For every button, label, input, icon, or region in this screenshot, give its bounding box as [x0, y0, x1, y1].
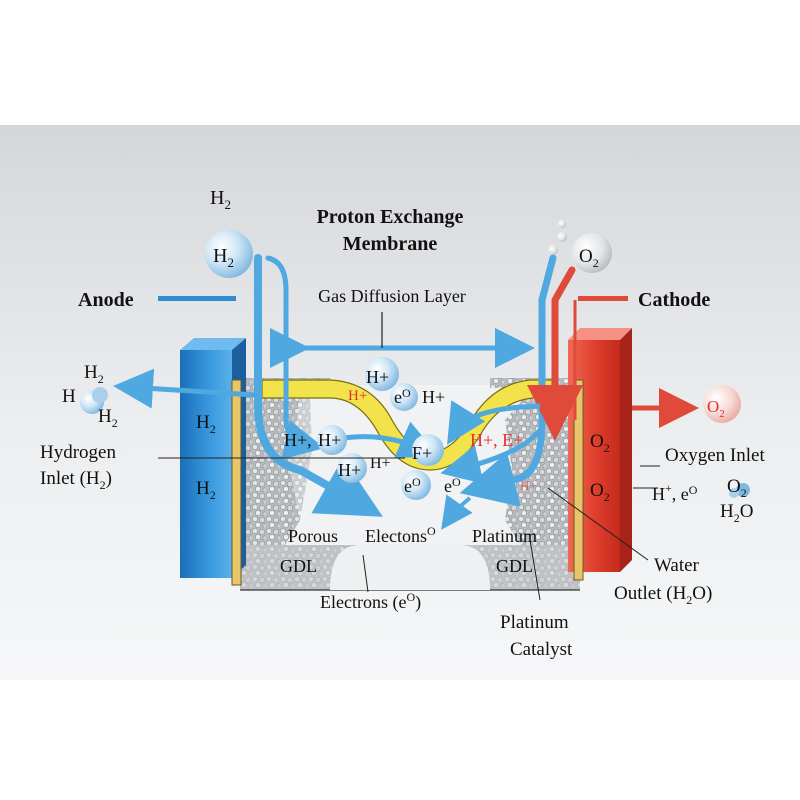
- h-cluster-label: H: [62, 386, 76, 407]
- gdl-left-label: GDL: [280, 556, 317, 576]
- h2-label-top: H2: [210, 187, 231, 212]
- h-plus-faint-label: H+: [520, 478, 537, 493]
- chamber-bottom: [330, 545, 490, 590]
- e-label-3: eO: [444, 475, 461, 496]
- h-plus-e-right-label: H+, eO: [652, 481, 698, 504]
- porous-label: Porous: [288, 526, 338, 546]
- electrons-bottom-label: Electrons (eO): [320, 590, 421, 613]
- hydrogen-exit-arrow: [113, 368, 256, 409]
- anode-h2-2: H2: [196, 478, 216, 502]
- h2o-right-label: H2O: [720, 501, 753, 525]
- o2-exit-label: O2: [707, 397, 725, 420]
- o2-right-label: O2: [727, 476, 747, 500]
- h-plus-e-red-label: H+, E+: [470, 430, 523, 450]
- cathode-o2-1: O2: [590, 431, 610, 455]
- f-plus-label: F+: [412, 443, 432, 463]
- water-outlet-line1: Water: [654, 555, 700, 576]
- h-plus-label-4: H+: [370, 455, 391, 472]
- anode-bar: [158, 296, 236, 301]
- anode-h2-1: H2: [196, 412, 216, 436]
- cathode-label: Cathode: [638, 289, 710, 311]
- cathode-o2-2: O2: [590, 480, 610, 504]
- o2-bubble: [572, 233, 612, 273]
- e-label-2: eO: [404, 475, 421, 496]
- water-outlet-line2: Outlet (H2O): [614, 583, 712, 607]
- electons-label: ElectonsO: [365, 524, 436, 546]
- anode-block: [180, 350, 232, 578]
- membrane-title-line2: Membrane: [343, 233, 438, 255]
- h-plus-label-5: H+: [338, 460, 361, 480]
- h2-cluster-top: H2: [84, 362, 104, 386]
- hydrogen-flow-arrow: [254, 254, 383, 517]
- h-plus-label-2: H+: [422, 387, 445, 407]
- gas-diffusion-layer-label: Gas Diffusion Layer: [318, 286, 466, 306]
- h2-bubble-label: H2: [213, 245, 234, 270]
- oxygen-inlet-label: Oxygen Inlet: [665, 445, 765, 466]
- hydrogen-inlet-line2: Inlet (H2): [40, 468, 112, 492]
- oxygen-red-arrow: [527, 266, 583, 441]
- cathode-bar: [578, 296, 628, 301]
- h-plus-label-3: H+: [318, 430, 341, 450]
- h-plus-label-1: H+: [366, 367, 389, 387]
- platinum-catalyst-line2: Catalyst: [510, 639, 573, 660]
- e-label-1: eO: [394, 386, 411, 407]
- anode-label: Anode: [78, 289, 134, 311]
- o2-bubble-label: O2: [579, 246, 599, 270]
- h-plus-comma-label: H+,: [284, 430, 312, 450]
- anode-block-top: [180, 338, 246, 350]
- h-plus-red-label: H+: [348, 388, 367, 404]
- gdl-right-label: GDL: [496, 556, 533, 576]
- hydrogen-inlet-line1: Hydrogen: [40, 442, 116, 463]
- platinum-label: Platinum: [472, 526, 537, 546]
- h-plus-bubble: [365, 357, 399, 391]
- membrane-title-line1: Proton Exchange: [317, 206, 464, 228]
- h2-bubble-top: [205, 230, 253, 278]
- h2-cluster-bottom: H2: [98, 406, 118, 430]
- cathode-block-top: [568, 328, 632, 340]
- anode-plate: [231, 379, 242, 586]
- cathode-plate: [573, 379, 584, 581]
- platinum-catalyst-line1: Platinum: [500, 612, 569, 633]
- o2-exit-bubble: [703, 385, 741, 423]
